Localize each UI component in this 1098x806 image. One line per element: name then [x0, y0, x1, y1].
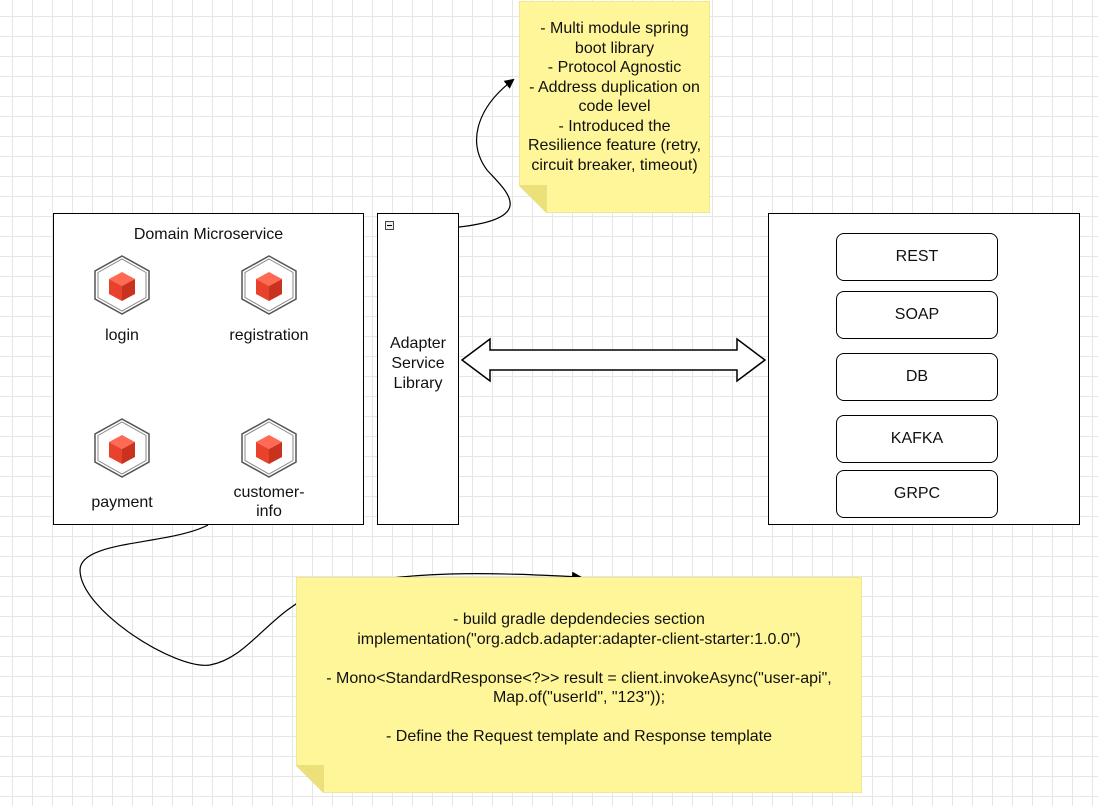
protocol-soap[interactable]: SOAP — [836, 291, 998, 339]
top-note-line: Resilience feature (retry, — [527, 137, 702, 154]
service-login[interactable]: login — [62, 254, 182, 345]
top-note-line: circuit breaker, timeout) — [531, 156, 698, 174]
protocol-rest[interactable]: REST — [836, 233, 998, 281]
note-shape — [296, 577, 862, 793]
cube-icon — [241, 255, 297, 315]
service-customer-info[interactable]: customer-info — [209, 417, 329, 521]
cube-icon — [241, 418, 297, 478]
protocol-kafka[interactable]: KAFKA — [836, 415, 998, 463]
top-note-line: code level — [578, 98, 651, 115]
domain-microservice-box[interactable]: Domain Microservice login registration — [53, 213, 364, 525]
bottom-note-line — [296, 708, 862, 728]
protocol-label: REST — [895, 248, 939, 265]
service-registration[interactable]: registration — [209, 254, 329, 345]
bottom-note-text: - build gradle depdendecies section impl… — [296, 610, 862, 747]
bottom-note-line: - Mono<StandardResponse<?>> result = cli… — [326, 669, 832, 687]
bottom-sticky-note[interactable]: - build gradle depdendecies section impl… — [296, 577, 862, 793]
note-shape — [519, 1, 710, 213]
service-label: customer-info — [233, 484, 305, 520]
adapter-label: Adapter Service Library — [378, 334, 458, 394]
collapse-icon[interactable] — [385, 221, 394, 230]
domain-title: Domain Microservice — [133, 226, 284, 243]
bottom-note-line: - build gradle depdendecies section — [453, 611, 705, 628]
protocol-label: DB — [905, 368, 929, 385]
protocol-grpc[interactable]: GRPC — [836, 470, 998, 518]
domain-to-bottom-note-connector — [79, 524, 582, 666]
protocol-db[interactable]: DB — [836, 353, 998, 401]
bottom-note-line: Map.of("userId", "123")); — [492, 689, 666, 706]
top-note-line: - Protocol Agnostic — [547, 59, 682, 76]
adapter-protocol-double-arrow — [460, 337, 767, 383]
protocol-label: GRPC — [893, 485, 941, 502]
top-note-line: - Introduced the — [558, 117, 671, 135]
service-label: registration — [229, 327, 309, 344]
cube-icon — [94, 255, 150, 315]
bottom-note-line — [296, 649, 862, 669]
protocol-label: KAFKA — [890, 430, 944, 447]
service-payment[interactable]: payment — [62, 417, 182, 512]
top-note-line: - Address duplication on — [529, 78, 700, 96]
bottom-note-line: implementation("org.adcb.adapter:adapter… — [357, 630, 801, 648]
service-label: login — [105, 327, 139, 344]
adapter-label-line: Library — [393, 375, 443, 392]
top-note-line: - Multi module spring — [540, 20, 689, 37]
service-label: payment — [91, 494, 153, 511]
adapter-label-line: Adapter — [389, 335, 447, 352]
top-note-line: boot library — [574, 39, 655, 57]
adapter-label-line: Service — [391, 355, 445, 372]
protocols-box[interactable]: REST SOAP DB KAFKA GRPC — [768, 213, 1080, 525]
adapter-to-top-note-connector — [458, 78, 515, 228]
adapter-service-library-box[interactable]: Adapter Service Library — [377, 213, 459, 525]
protocol-label: SOAP — [894, 306, 940, 323]
bottom-note-line: - Define the Request template and Respon… — [385, 728, 772, 745]
top-sticky-note[interactable]: - Multi module spring boot library - Pro… — [519, 1, 710, 213]
cube-icon — [94, 418, 150, 478]
top-note-text: - Multi module spring boot library - Pro… — [519, 19, 710, 175]
